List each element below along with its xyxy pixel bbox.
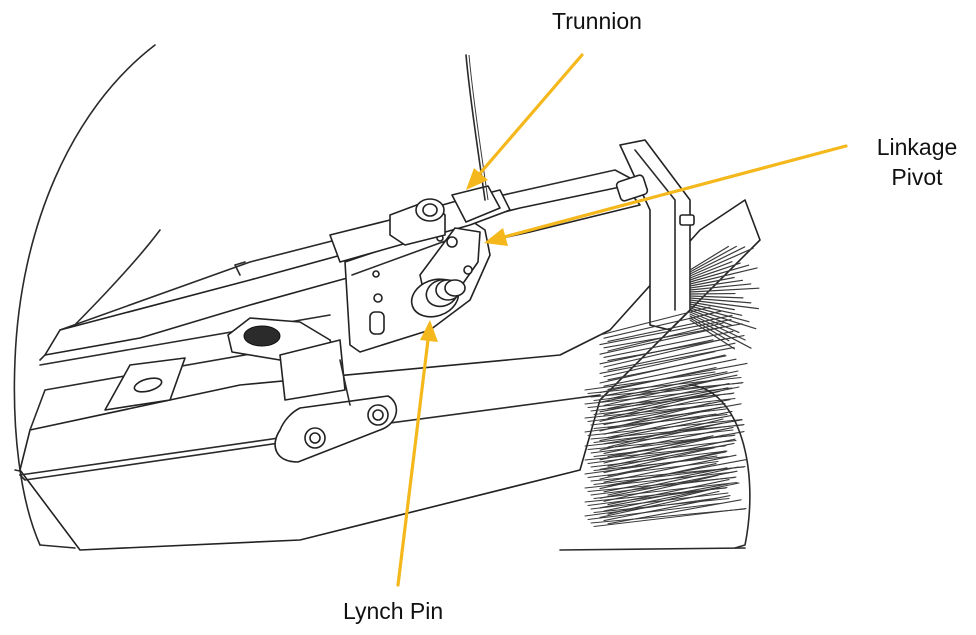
- slotted-bracket: [104, 357, 186, 411]
- label-linkage-pivot: Linkage Pivot: [862, 132, 972, 192]
- lower-link-plate: [274, 359, 398, 463]
- linkage-pivot-leader: [498, 144, 848, 240]
- clamp-block: [227, 317, 346, 401]
- callout-leaders: [396, 53, 848, 587]
- trunnion-bracket: [329, 185, 511, 263]
- label-trunnion: Trunnion: [552, 8, 642, 34]
- motor-housing: [559, 384, 751, 551]
- trunnion-leader: [474, 53, 584, 180]
- trunnion-arrowhead: [466, 168, 488, 190]
- rear-bracket: [615, 139, 695, 331]
- linkage-pivot-arrowhead: [484, 228, 508, 246]
- lynch-pin-arrowhead: [420, 320, 438, 342]
- brush-bristles: [584, 245, 760, 527]
- cable: [465, 54, 489, 201]
- label-linkage-line1: Linkage: [876, 134, 958, 160]
- lynch-pin-leader: [396, 338, 430, 587]
- label-linkage-line2: Pivot: [891, 164, 943, 190]
- label-lynch-pin: Lynch Pin: [343, 598, 444, 624]
- lynch-pin-assembly: [410, 227, 481, 318]
